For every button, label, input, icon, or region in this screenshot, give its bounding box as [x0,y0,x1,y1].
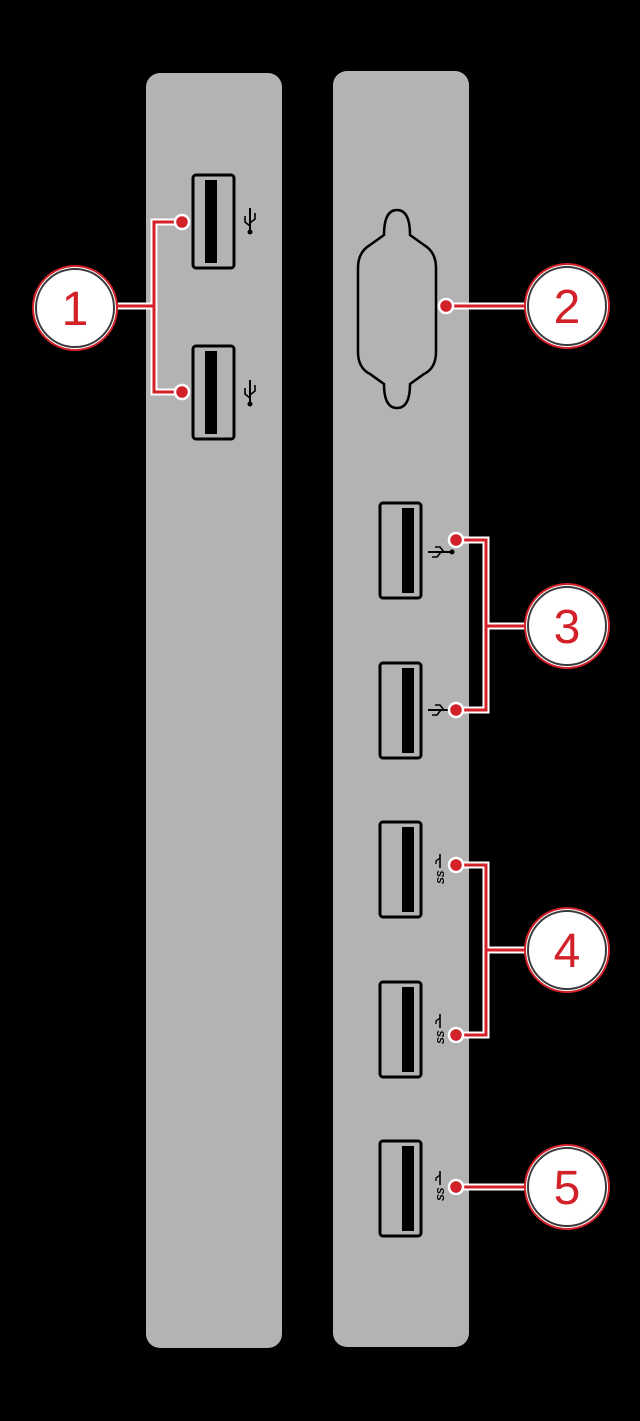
serial-port-icon [356,208,438,410]
callout-label: 4 [554,925,581,978]
svg-text:SS: SS [436,1187,447,1201]
callout-label: 2 [554,281,581,334]
usb-port-left-2 [191,344,236,441]
callout-4: 4 [524,907,610,993]
usb-port-right-3 [378,820,423,919]
usb-port-right-5 [378,1139,423,1238]
callout-5: 5 [524,1144,610,1230]
callout-1: 1 [32,265,118,351]
usb-port-right-2 [378,661,423,760]
usb-ss-icon: SS [435,1014,447,1044]
leader-endpoints [173,213,465,1196]
callout-label: 3 [554,601,581,654]
usb-ss-icon: SS [435,1171,447,1201]
svg-text:SS: SS [436,870,447,884]
callout-label: 5 [554,1162,581,1215]
callout-label: 1 [62,283,89,336]
usb-port-right-4 [378,980,423,1079]
usb-icon [244,208,256,235]
usb-icon [244,380,256,407]
usb-icon [428,546,455,558]
usb-ss-icon: SS [435,854,447,884]
usb-port-left-1 [191,173,236,270]
callout-3: 3 [524,583,610,669]
usb-port-right-1 [378,501,423,600]
callout-2: 2 [524,263,610,349]
leader-lines [118,220,526,1189]
svg-text:SS: SS [436,1030,447,1044]
